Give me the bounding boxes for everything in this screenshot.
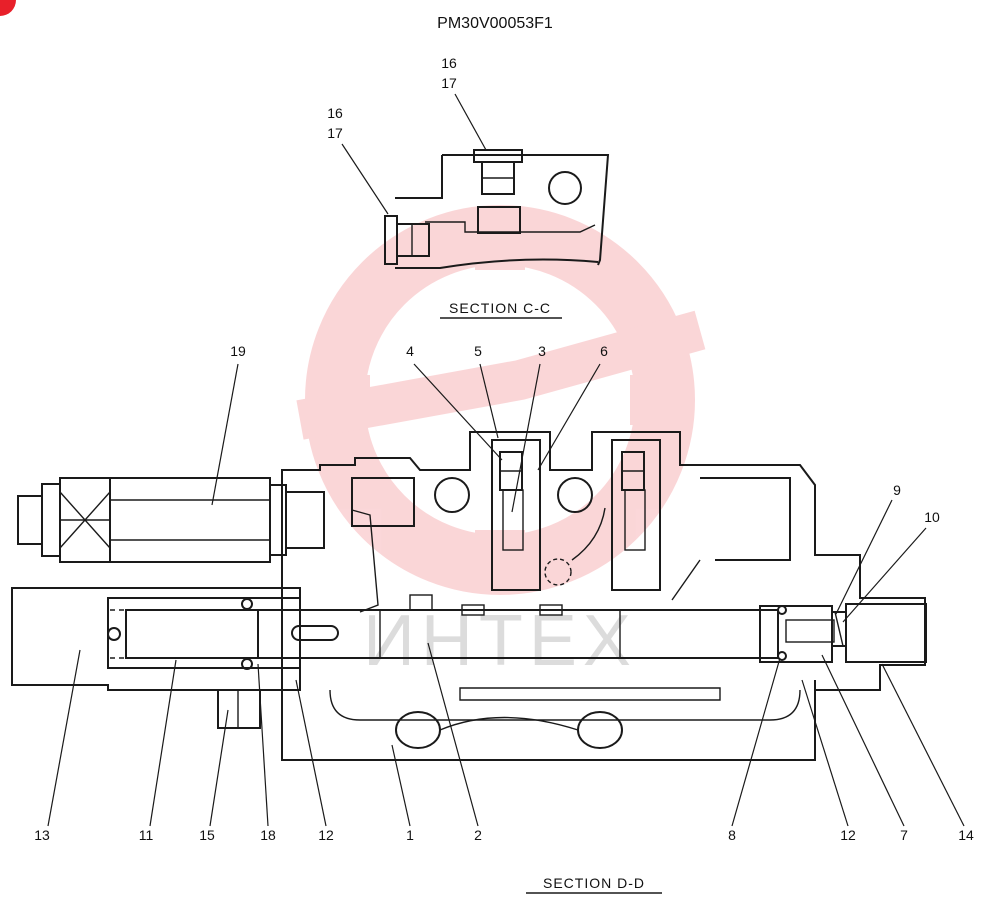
label-18: 18 [260, 827, 276, 843]
section-cc-drawing [384, 149, 610, 269]
label-9: 9 [893, 482, 901, 498]
label-cc-17a: 17 [441, 75, 457, 91]
label-1: 1 [406, 827, 414, 843]
label-3: 3 [538, 343, 546, 359]
section-dd-drawing [11, 431, 927, 761]
label-cc-16b: 16 [327, 105, 343, 121]
label-11: 11 [139, 827, 154, 843]
label-12a: 12 [318, 827, 334, 843]
watermark-logo [296, 205, 706, 595]
watermark-text: ИНТЕХ [363, 601, 637, 681]
label-5: 5 [474, 343, 482, 359]
section-dd-title: SECTION D-D [543, 875, 645, 891]
label-2: 2 [474, 827, 482, 843]
label-6: 6 [600, 343, 608, 359]
label-4: 4 [406, 343, 414, 359]
label-cc-17b: 17 [327, 125, 343, 141]
label-12b: 12 [840, 827, 856, 843]
label-15: 15 [199, 827, 215, 843]
label-7: 7 [900, 827, 908, 843]
drawing-number: PM30V00053F1 [437, 15, 553, 32]
leader-lines [47, 363, 965, 827]
corner-mark [0, 0, 16, 16]
label-cc-16a: 16 [441, 55, 457, 71]
label-10: 10 [924, 509, 940, 525]
label-13: 13 [34, 827, 50, 843]
label-14: 14 [958, 827, 974, 843]
label-19: 19 [230, 343, 246, 359]
label-8: 8 [728, 827, 736, 843]
section-cc-title: SECTION C-C [449, 300, 551, 316]
